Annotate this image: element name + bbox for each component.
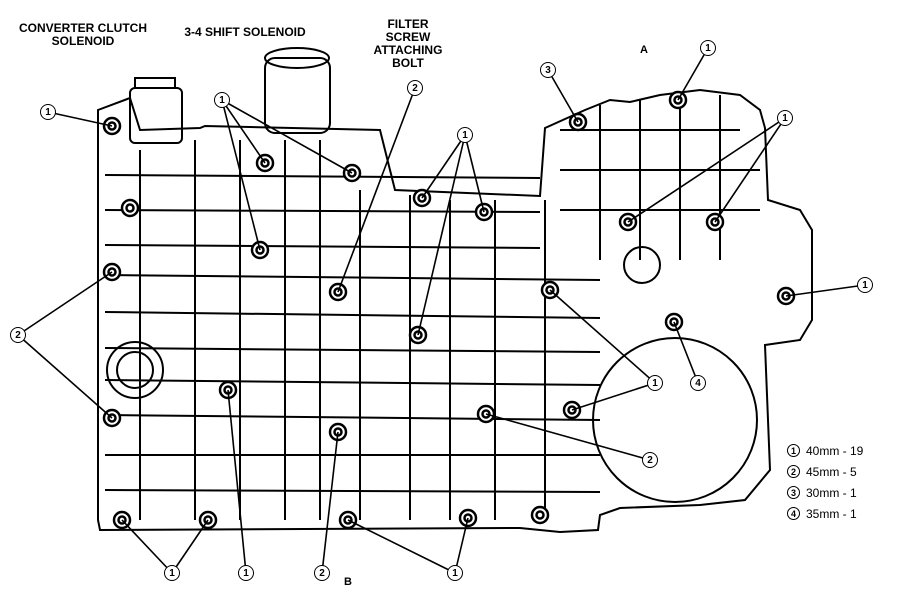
leader-line (627, 117, 786, 223)
callout-number: 1 (700, 40, 716, 56)
shift-solenoid-34 (264, 57, 331, 134)
leader-line (673, 321, 699, 384)
cover-plate (592, 337, 758, 503)
shift-solenoid-34-label: 3-4 SHIFT SOLENOID (184, 25, 306, 39)
leader-line (221, 99, 261, 251)
callout-number: 1 (857, 277, 873, 293)
leader-line (421, 134, 466, 199)
callout-number: 1 (238, 565, 254, 581)
leader-line (454, 517, 469, 574)
callout-number: 1 (647, 375, 663, 391)
legend-row: 4 35mm - 1 (787, 503, 902, 524)
housing-grid (560, 95, 760, 260)
point-b-label: B (344, 576, 352, 588)
legend-text: 35mm - 1 (806, 506, 857, 521)
leader-line (785, 284, 866, 297)
callout-number: 1 (40, 104, 56, 120)
leader-line (221, 99, 353, 174)
body-row-4 (104, 274, 601, 281)
callout-number: 2 (642, 452, 658, 468)
leader-line (464, 134, 485, 213)
leader-line (47, 111, 113, 127)
body-row-1 (104, 174, 541, 179)
callout-number: 1 (457, 127, 473, 143)
bolt-length-legend: 1 40mm - 19 2 45mm - 5 3 30mm - 1 4 35mm… (787, 440, 902, 524)
body-row-10 (104, 489, 601, 493)
legend-text: 40mm - 19 (806, 443, 864, 458)
body-row-2 (104, 209, 541, 213)
leader-line (171, 519, 209, 574)
leader-line (17, 334, 113, 419)
leader-line (347, 519, 456, 574)
legend-row: 3 30mm - 1 (787, 482, 902, 503)
leader-line (121, 519, 173, 574)
leader-line (17, 271, 113, 336)
callout-number: 1 (447, 565, 463, 581)
callout-number: 2 (10, 327, 26, 343)
body-row-6 (104, 347, 601, 353)
callout-number: 2 (314, 565, 330, 581)
converter-clutch-solenoid-label: CONVERTER CLUTCH SOLENOID (19, 21, 147, 48)
legend-row: 1 40mm - 19 (787, 440, 902, 461)
legend-number: 1 (787, 444, 800, 457)
callout-number: 1 (164, 565, 180, 581)
leader-line (571, 382, 656, 411)
callout-number: 3 (540, 62, 556, 78)
leader-line (677, 47, 709, 101)
leader-line (549, 289, 656, 384)
valve-body-outline (97, 88, 813, 534)
legend-number: 3 (787, 486, 800, 499)
callout-number: 4 (690, 375, 706, 391)
leader-line (485, 413, 651, 461)
leader-line (547, 69, 579, 123)
leader-line (227, 389, 247, 574)
callout-number: 1 (214, 92, 230, 108)
legend-number: 2 (787, 465, 800, 478)
body-row-7 (104, 379, 601, 386)
bolt-head (125, 203, 135, 213)
legend-number: 4 (787, 507, 800, 520)
leader-line (337, 87, 416, 293)
legend-text: 30mm - 1 (806, 485, 857, 500)
leader-line (417, 134, 466, 336)
body-row-3 (104, 244, 541, 249)
point-a-label: A (640, 44, 648, 56)
converter-clutch-solenoid (129, 87, 183, 144)
leader-line (221, 99, 266, 164)
leader-line (321, 431, 339, 574)
legend-text: 45mm - 5 (806, 464, 857, 479)
callout-number: 1 (777, 110, 793, 126)
callout-number: 2 (407, 80, 423, 96)
body-row-5 (104, 311, 601, 319)
leader-line (714, 117, 786, 223)
body-row-8 (104, 414, 601, 421)
filter-screw-bolt-label: FILTER SCREW ATTACHING BOLT (373, 17, 443, 70)
bolt-head (535, 510, 545, 520)
legend-row: 2 45mm - 5 (787, 461, 902, 482)
